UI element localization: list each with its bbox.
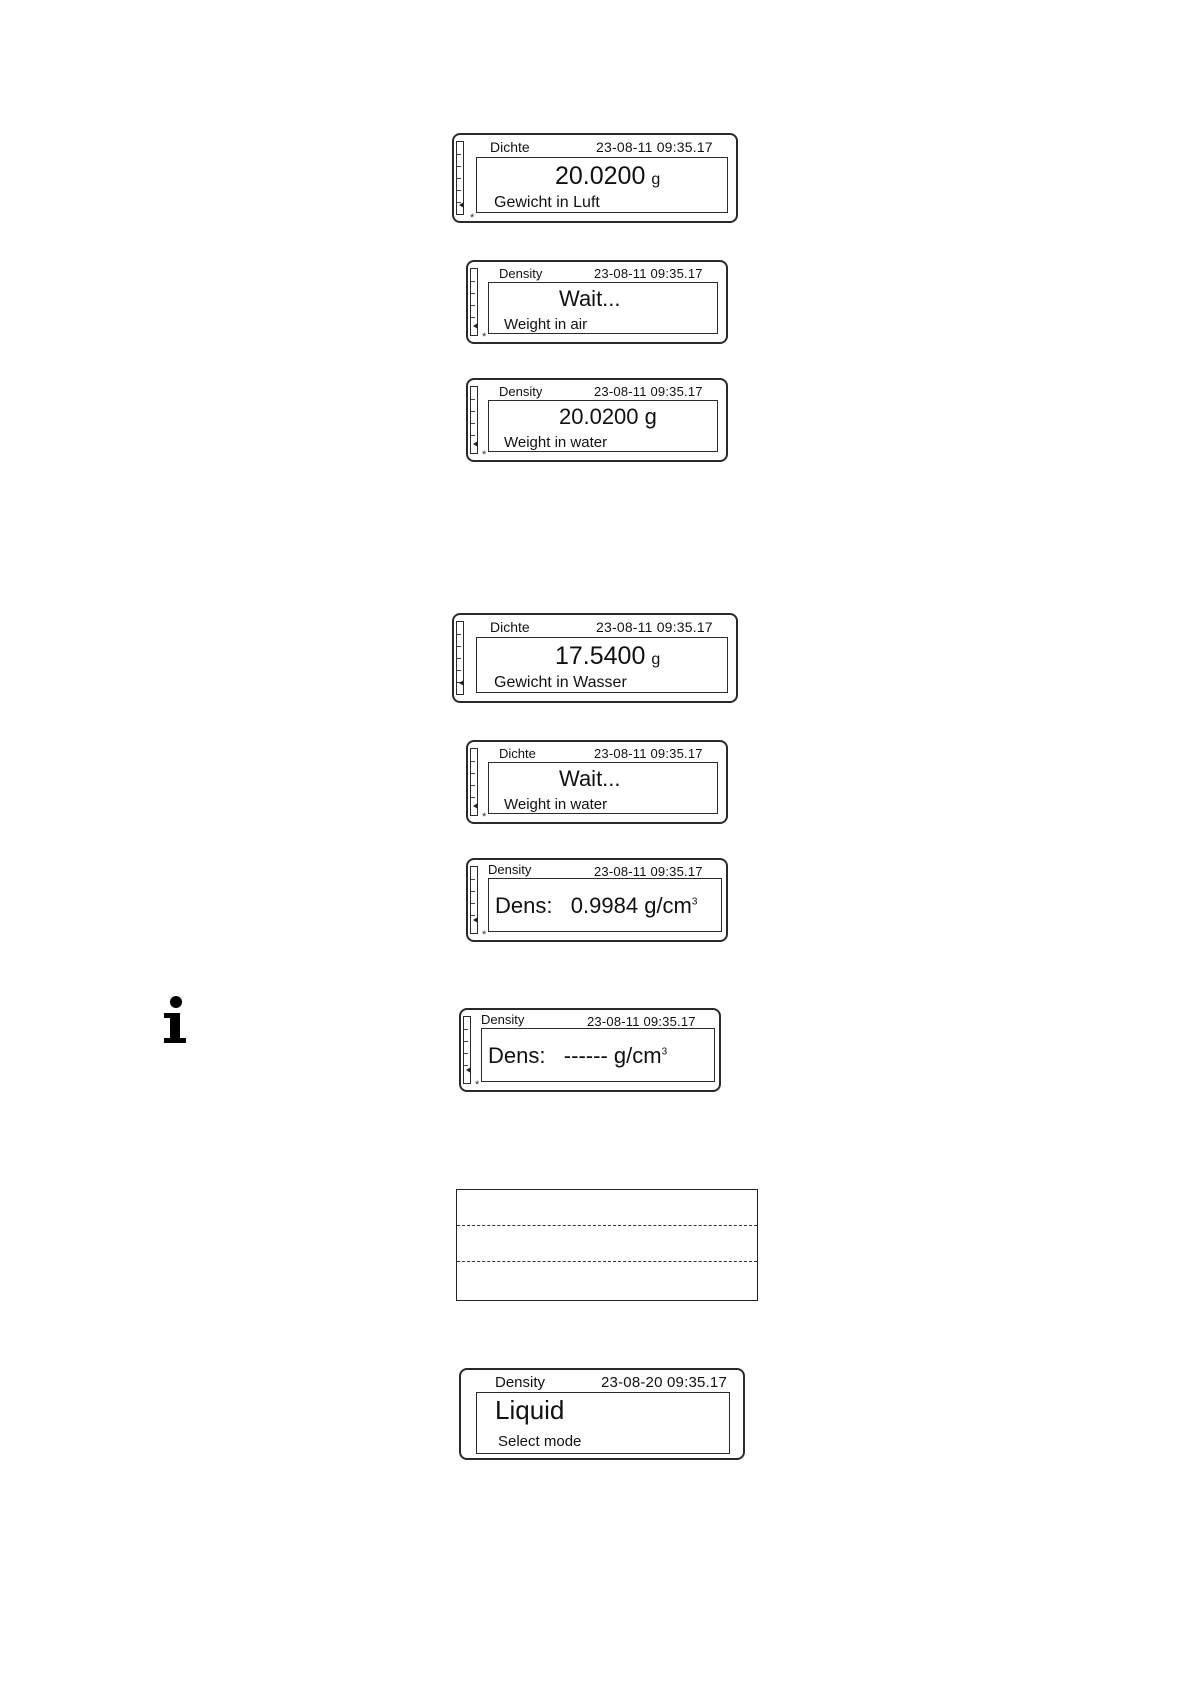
display-header: Density bbox=[488, 862, 532, 877]
table-row bbox=[457, 1262, 757, 1298]
superscript: 3 bbox=[691, 896, 698, 908]
level-bar bbox=[456, 621, 464, 695]
display-datetime: 23-08-11 09:35.17 bbox=[594, 266, 703, 281]
display-sub: Weight in water bbox=[504, 434, 608, 451]
stability-icon: * bbox=[470, 212, 475, 224]
display-value: Dens: 0.9984 g/cm3 bbox=[495, 893, 698, 918]
display-datetime: 23-08-11 09:35.17 bbox=[596, 619, 713, 635]
display-value: Wait... bbox=[559, 286, 621, 311]
display-header: Density bbox=[499, 266, 543, 281]
display-datetime: 23-08-11 09:35.17 bbox=[587, 1014, 696, 1029]
empty-table bbox=[456, 1189, 758, 1301]
level-bar bbox=[470, 866, 478, 934]
display-density-wait-air: * Density 23-08-11 09:35.17 Wait... Weig… bbox=[466, 260, 728, 344]
display-header: Density bbox=[499, 384, 543, 399]
display-value: Wait... bbox=[559, 766, 621, 791]
display-datetime: 23-08-11 09:35.17 bbox=[596, 139, 713, 155]
display-datetime: 23-08-11 09:35.17 bbox=[594, 384, 703, 399]
display-sub: Select mode bbox=[498, 1433, 582, 1450]
unit-label: g bbox=[651, 171, 661, 188]
level-bar bbox=[456, 141, 464, 215]
level-bar bbox=[470, 268, 478, 336]
table-row bbox=[457, 1190, 757, 1226]
display-header: Dichte bbox=[490, 619, 530, 635]
display-datetime: 23-08-11 09:35.17 bbox=[594, 746, 703, 761]
display-dichte-wait-water: * Dichte 23-08-11 09:35.17 Wait... Weigh… bbox=[466, 740, 728, 824]
display-header: Dichte bbox=[490, 139, 530, 155]
level-bar bbox=[470, 748, 478, 816]
display-header: Density bbox=[495, 1374, 546, 1391]
stability-icon: * bbox=[482, 331, 487, 343]
unit-label: g bbox=[651, 651, 661, 668]
display-header: Density bbox=[481, 1012, 525, 1027]
display-density-water: * Density 23-08-11 09:35.17 20.0200 g We… bbox=[466, 378, 728, 462]
display-value: Dens: ------ g/cm3 bbox=[488, 1043, 668, 1068]
display-density-result: * Density 23-08-11 09:35.17 Dens: 0.9984… bbox=[466, 858, 728, 942]
level-bar bbox=[470, 386, 478, 454]
table-row bbox=[457, 1226, 757, 1262]
display-sub: Weight in air bbox=[504, 316, 588, 333]
display-sub: Gewicht in Wasser bbox=[494, 674, 627, 691]
display-sub: Gewicht in Luft bbox=[494, 194, 600, 211]
stability-icon: * bbox=[482, 449, 487, 461]
stability-icon: * bbox=[482, 929, 487, 941]
level-bar bbox=[463, 1016, 471, 1084]
display-sub: Weight in water bbox=[504, 796, 608, 813]
info-icon bbox=[164, 996, 186, 1043]
display-value: Liquid bbox=[495, 1395, 565, 1425]
display-value: 20.0200 g bbox=[559, 404, 657, 429]
stability-icon: * bbox=[475, 1079, 480, 1091]
display-datetime: 23-08-20 09:35.17 bbox=[601, 1374, 728, 1391]
display-header: Dichte bbox=[499, 746, 536, 761]
display-datetime: 23-08-11 09:35.17 bbox=[594, 864, 703, 879]
display-liquid-mode: Density 23-08-20 09:35.17 Liquid Select … bbox=[459, 1368, 745, 1460]
stability-icon: * bbox=[482, 811, 487, 823]
display-density-no-result: * Density 23-08-11 09:35.17 Dens: ------… bbox=[459, 1008, 721, 1092]
superscript: 3 bbox=[661, 1046, 668, 1058]
